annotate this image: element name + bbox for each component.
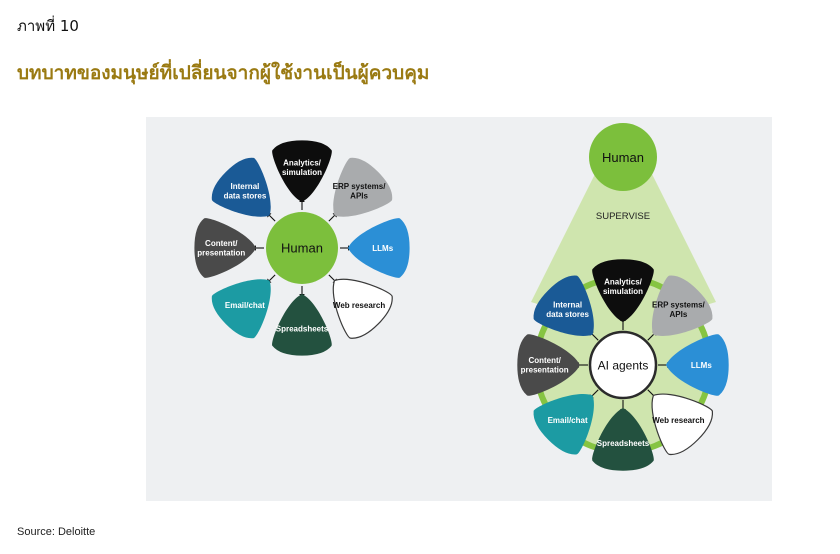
right-petal: ERP systems/APIs xyxy=(652,275,713,336)
left-petal-shape xyxy=(211,157,271,217)
source-note: Source: Deloitte xyxy=(17,526,96,538)
right-petal-shape xyxy=(652,275,713,336)
right-petal-label: Internal xyxy=(553,301,582,310)
right-petal-shape xyxy=(533,394,594,455)
left-petal-label: presentation xyxy=(197,249,245,258)
right-petal: Spreadsheets xyxy=(592,408,654,471)
right-petal-shape xyxy=(592,408,654,471)
right-petal-label: Spreadsheets xyxy=(597,439,650,448)
right-petal-label: LLMs xyxy=(691,361,712,370)
left-petal-shape xyxy=(194,218,256,278)
figure-title: บทบาทของมนุษย์ที่เปลี่ยนจากผู้ใช้งานเป็น… xyxy=(17,62,430,84)
right-petal-label: ERP systems/ xyxy=(652,301,706,310)
left-petal-label: Spreadsheets xyxy=(276,325,329,334)
figure-number: ภาพที่ 10 xyxy=(17,17,79,35)
left-petal: Analytics/simulation xyxy=(272,140,332,202)
supervise-label: SUPERVISE xyxy=(596,211,650,222)
top-human-circle xyxy=(589,123,657,191)
left-petal-shape xyxy=(348,218,410,278)
right-petal-label: presentation xyxy=(521,366,569,375)
left-petal: Email/chat xyxy=(211,279,271,339)
left-petal-label: Web research xyxy=(333,301,385,310)
right-center-label: AI agents xyxy=(598,358,649,372)
right-petal: Web research xyxy=(651,393,714,456)
right-petal-label: Analytics/ xyxy=(604,278,643,287)
left-petal-label: simulation xyxy=(282,168,322,177)
right-petal: Content/presentation xyxy=(517,334,580,396)
left-petal: LLMs xyxy=(348,218,410,278)
right-petal-label: data stores xyxy=(546,310,589,319)
left-petal-label: ERP systems/ xyxy=(333,182,387,191)
right-petal-label: simulation xyxy=(603,287,643,296)
right-petal-label: Email/chat xyxy=(548,416,588,425)
right-petal-label: APIs xyxy=(669,310,687,319)
left-petal-label: data stores xyxy=(224,191,267,200)
left-petal-shape xyxy=(211,279,271,339)
left-petal: ERP systems/APIs xyxy=(333,157,393,217)
right-petal: Analytics/simulation xyxy=(592,259,654,322)
right-petal-label: Web research xyxy=(652,416,704,425)
right-petal-label: Content/ xyxy=(528,356,561,365)
right-petal-shape xyxy=(533,275,594,336)
left-center-label: Human xyxy=(281,241,323,256)
right-petal: LLMs xyxy=(666,334,729,396)
top-human-label: Human xyxy=(602,150,644,165)
right-petal-shape xyxy=(651,393,714,456)
left-petal-shape xyxy=(272,140,332,202)
left-petal-label: Analytics/ xyxy=(283,158,322,167)
left-petal-label: Content/ xyxy=(205,239,238,248)
left-petal-shape xyxy=(333,157,393,217)
left-petal-label: Email/chat xyxy=(225,301,265,310)
left-center-circle xyxy=(266,212,338,284)
left-petal-shape xyxy=(272,294,332,356)
left-petal-label: LLMs xyxy=(372,244,393,253)
left-petal: Spreadsheets xyxy=(272,294,332,356)
right-petal-shape xyxy=(517,334,580,396)
right-petal-shape xyxy=(592,259,654,322)
left-petal-label: APIs xyxy=(350,191,368,200)
left-petal: Content/presentation xyxy=(194,218,256,278)
right-petal-shape xyxy=(666,334,729,396)
right-center-circle xyxy=(588,330,658,400)
right-petal: Email/chat xyxy=(533,394,594,455)
left-petal-label: Internal xyxy=(230,182,259,191)
